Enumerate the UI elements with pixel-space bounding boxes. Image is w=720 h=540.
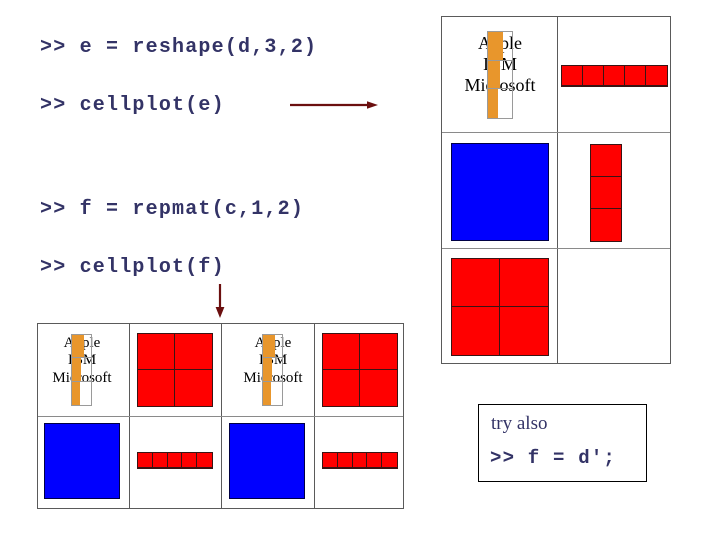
cellplot-f-matrix-2x2-red-2: [322, 333, 398, 407]
text-cell-overlay-grid: [487, 31, 513, 119]
cellplot-f-matrix-blue-1: [44, 423, 120, 499]
company-label-microsoft: Microsoft: [464, 74, 536, 95]
panel-e-row-divider-1: [442, 132, 670, 133]
company-label-microsoft: Microsoft: [243, 369, 303, 386]
cellplot-f-matrix-1x5-red-2: [322, 452, 398, 469]
command-cellplot-f: >> cellplot(f): [40, 256, 225, 279]
command-repmat: >> f = repmat(c,1,2): [40, 198, 305, 221]
company-label-microsoft: Microsoft: [52, 369, 112, 386]
cellplot-f-matrix-2x2-red-1: [137, 333, 213, 407]
try-also-heading: try also: [491, 413, 548, 434]
cellplot-e-matrix-blue: [451, 143, 549, 241]
arrow-right-icon: [290, 101, 378, 109]
panel-f-row-divider: [38, 416, 403, 417]
cellplot-e-matrix-2x2-red: [451, 258, 549, 356]
try-also-command: >> f = d';: [490, 447, 617, 469]
command-reshape: >> e = reshape(d,3,2): [40, 36, 318, 59]
panel-e-row-divider-2: [442, 248, 670, 249]
cellplot-e-text-cell-array: Apple IBM Microsoft: [446, 29, 554, 125]
text-cell-overlay-grid: [71, 334, 92, 406]
cellplot-e-matrix-1x5-red: [561, 65, 668, 87]
text-cell-overlay-grid: [262, 334, 283, 406]
cellplot-e-empty-cell: [561, 258, 668, 356]
command-cellplot-e: >> cellplot(e): [40, 94, 225, 117]
arrow-down-icon: [215, 284, 225, 318]
cellplot-f-text-cell-array-2: Apple IBM Microsoft: [223, 332, 323, 412]
panel-e-column-divider: [557, 17, 558, 363]
cellplot-f-matrix-blue-2: [229, 423, 305, 499]
try-also-box: try also >> f = d';: [478, 404, 647, 482]
cellplot-e-panel: Apple IBM Microsoft: [441, 16, 671, 364]
cellplot-e-matrix-3x1-red: [590, 144, 622, 242]
cellplot-f-text-cell-array-1: Apple IBM Microsoft: [32, 332, 132, 412]
cellplot-f-matrix-1x5-red-1: [137, 452, 213, 469]
cellplot-f-panel: Apple IBM Microsoft Apple IBM Microsoft: [37, 323, 404, 509]
